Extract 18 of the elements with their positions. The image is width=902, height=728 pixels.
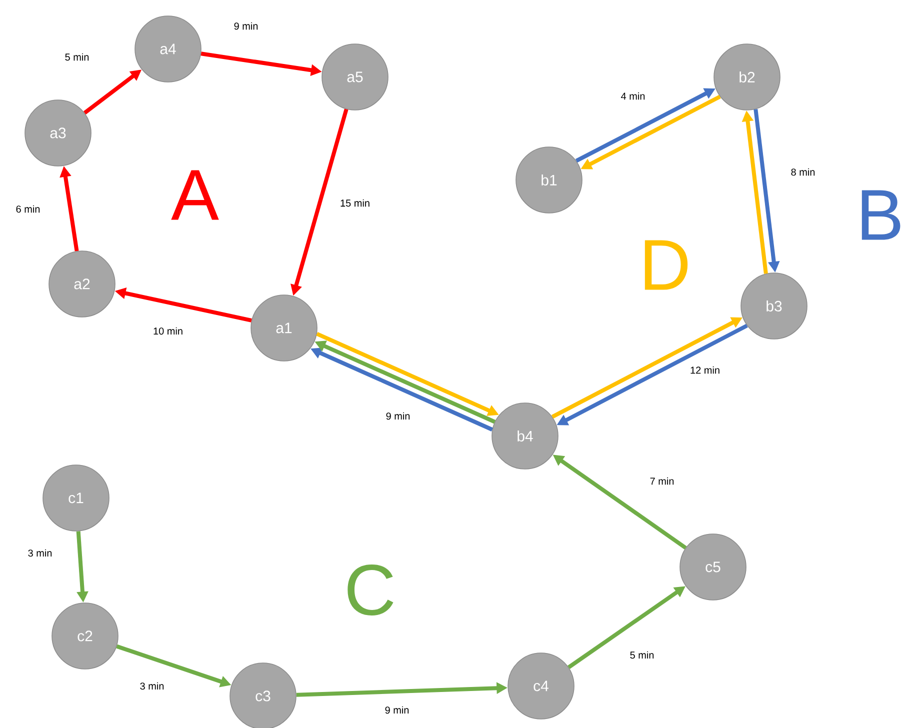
edge-label: 9 min — [384, 705, 410, 715]
region-letter: C — [348, 564, 394, 616]
region-letter: A — [171, 170, 219, 220]
edge-label: 7 min — [648, 476, 676, 486]
edge-label: 9 min — [384, 411, 412, 421]
edge-label: 4 min — [620, 91, 646, 101]
edge-label: 9 min — [232, 21, 260, 31]
edge-label: 3 min — [26, 548, 54, 558]
edge-label: 5 min — [64, 52, 90, 62]
region-letter: B — [862, 190, 900, 240]
edge-label: 8 min — [790, 167, 816, 177]
edge-label: 12 min — [689, 365, 721, 375]
edge-label: 6 min — [14, 204, 42, 214]
edge-label: 5 min — [628, 650, 656, 660]
region-letter: D — [644, 240, 688, 290]
edge-label: 10 min — [152, 326, 184, 336]
edge-label: 3 min — [138, 681, 166, 691]
edge-label: 15 min — [339, 198, 372, 208]
